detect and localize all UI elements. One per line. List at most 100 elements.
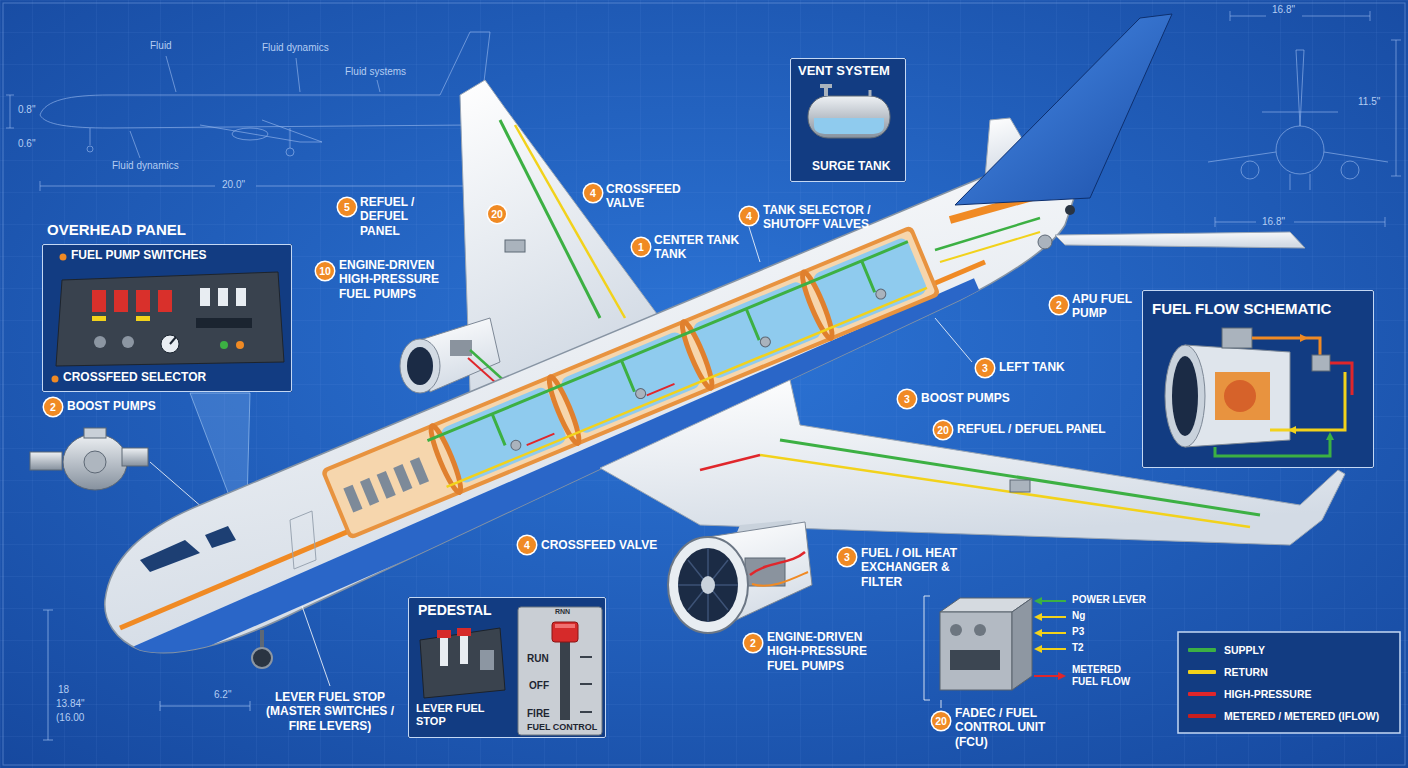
inset-overhead bbox=[236, 288, 246, 306]
callout-number: 3 bbox=[838, 548, 856, 566]
inset-pedestal bbox=[460, 634, 468, 664]
panel-text: LEVER FUEL STOP bbox=[416, 702, 490, 727]
panel-text: FUEL PUMP SWITCHES bbox=[71, 249, 207, 263]
vertical-fin bbox=[955, 14, 1305, 248]
inset-vent bbox=[820, 86, 832, 96]
blueprint-note: 11.5" bbox=[1358, 96, 1380, 108]
fcu-unit bbox=[1042, 600, 1066, 602]
ghost-front-view bbox=[1215, 217, 1385, 227]
inset-pedestal bbox=[580, 657, 592, 712]
inset-pedestal bbox=[408, 597, 606, 738]
inset-panel: VENT SYSTEMSURGE TANK bbox=[790, 58, 906, 182]
callout-label: LEFT TANK bbox=[999, 360, 1065, 374]
inset-panel: PEDESTALRNNRUNOFFFIRELEVER FUEL STOPFUEL… bbox=[408, 597, 606, 738]
inset-overhead bbox=[92, 316, 106, 321]
inset-overhead bbox=[236, 341, 244, 349]
legend-text: METERED / METERED (IFLOW) bbox=[1224, 710, 1379, 722]
inset-schematic bbox=[1300, 334, 1308, 342]
ghost-side-view bbox=[130, 56, 380, 158]
upper-wing bbox=[515, 125, 625, 318]
ghost-side-view bbox=[40, 181, 482, 191]
callout-number: 3 bbox=[898, 390, 916, 408]
inset-vent bbox=[790, 58, 906, 182]
inset-vent bbox=[869, 90, 872, 96]
fuselage bbox=[940, 232, 1040, 262]
inset-pedestal bbox=[555, 624, 575, 628]
inset-panel: OVERHEAD PANELFUEL PUMP SWITCHESCROSSFEE… bbox=[42, 244, 292, 392]
callout-label: ENGINE-DRIVEN HIGH-PRESSURE FUEL PUMPS bbox=[339, 258, 457, 301]
panel-text: SURGE TANK bbox=[812, 160, 890, 174]
fuselage-cutaway bbox=[759, 335, 772, 348]
boost-pump-picture bbox=[84, 451, 106, 473]
inset-schematic bbox=[1215, 440, 1330, 456]
fuselage-cutaway bbox=[343, 485, 362, 513]
ghost-front-view bbox=[1241, 161, 1259, 179]
legend-item: METERED / METERED (IFLOW) bbox=[1188, 707, 1379, 725]
fuselage bbox=[105, 166, 1075, 652]
fcu-unit bbox=[940, 612, 1012, 690]
nose-gear bbox=[252, 648, 272, 668]
ghost-front-view bbox=[1341, 161, 1359, 179]
legend-swatch bbox=[1188, 670, 1216, 674]
legend-item: RETURN bbox=[1188, 663, 1268, 681]
legend-text: SUPPLY bbox=[1224, 644, 1265, 656]
lower-engine bbox=[668, 537, 748, 633]
panel-text: FUEL CONTROL bbox=[527, 722, 597, 732]
inset-overhead bbox=[161, 335, 179, 353]
lower-engine bbox=[678, 548, 738, 622]
callout-number: 5 bbox=[338, 198, 356, 216]
ghost-side-view bbox=[290, 128, 291, 148]
fuselage bbox=[1065, 205, 1075, 215]
inset-schematic bbox=[1224, 380, 1256, 412]
vertical-fin bbox=[955, 14, 1172, 205]
inset-overhead bbox=[60, 254, 67, 261]
callout-label: BOOST PUMPS bbox=[921, 391, 1010, 405]
lower-wing bbox=[1010, 480, 1030, 492]
callout-number: 4 bbox=[584, 184, 602, 202]
lower-engine bbox=[668, 520, 812, 633]
blueprint-note: Fluid bbox=[150, 40, 172, 52]
callout-label: TANK SELECTOR / SHUTOFF VALVES bbox=[763, 203, 893, 232]
callout-label: CROSSFEED VALVE bbox=[606, 182, 696, 211]
upper-engine bbox=[450, 340, 472, 356]
callout-label: LEVER FUEL STOP (MASTER SWITCHES / FIRE … bbox=[256, 690, 404, 733]
legend-panel bbox=[1178, 632, 1400, 733]
inset-schematic bbox=[1288, 426, 1296, 434]
inset-pedestal bbox=[408, 597, 606, 738]
fcu-unit bbox=[1042, 648, 1066, 650]
ghost-front-view bbox=[1276, 126, 1324, 174]
boost-pump-picture bbox=[122, 448, 148, 466]
inset-pedestal bbox=[457, 628, 471, 636]
fcu-unit bbox=[1012, 598, 1032, 690]
callout-number: 4 bbox=[518, 536, 536, 554]
fuselage-cutaway bbox=[509, 439, 522, 452]
inset-pedestal bbox=[560, 640, 570, 720]
blueprint-note: 0.8" bbox=[18, 104, 35, 116]
fuselage-cutaway bbox=[874, 288, 887, 301]
fuselage-cutaway bbox=[410, 457, 429, 485]
inset-schematic bbox=[1172, 356, 1198, 436]
fcu-unit bbox=[1034, 597, 1042, 605]
blueprint-note: 18 bbox=[58, 684, 69, 696]
inset-overhead bbox=[196, 318, 252, 328]
inset-schematic bbox=[1330, 363, 1352, 395]
leader-lines bbox=[935, 318, 972, 362]
dimension-lines bbox=[160, 701, 250, 711]
lower-engine bbox=[752, 572, 808, 586]
ghost-side-view bbox=[200, 120, 322, 142]
dimension-lines bbox=[43, 610, 53, 740]
legend-panel bbox=[1178, 632, 1400, 733]
legend-swatch bbox=[1188, 714, 1216, 718]
panel-text: CROSSFEED SELECTOR bbox=[63, 371, 206, 385]
blueprint-note: 20.0" bbox=[222, 179, 245, 191]
inset-schematic bbox=[1142, 290, 1374, 468]
inset-overhead bbox=[114, 290, 128, 312]
fcu-unit bbox=[1058, 672, 1066, 680]
inset-overhead bbox=[220, 341, 228, 349]
ghost-side-view bbox=[90, 128, 91, 145]
panel-text: RUN bbox=[527, 653, 549, 665]
